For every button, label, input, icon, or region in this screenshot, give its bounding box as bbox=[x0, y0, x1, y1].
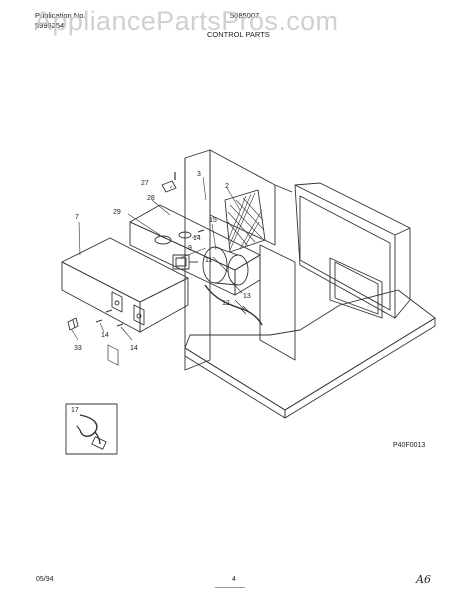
footer-rule bbox=[215, 587, 245, 588]
part-label: 13 bbox=[243, 293, 251, 300]
publication-label: Publication No. bbox=[35, 11, 86, 20]
section-title: CONTROL PARTS bbox=[207, 30, 270, 39]
part-label: 27 bbox=[141, 180, 149, 187]
base-pan bbox=[184, 289, 436, 419]
part-label: 3 bbox=[197, 171, 201, 178]
control-bracket bbox=[129, 204, 261, 296]
part-label: 7 bbox=[75, 214, 79, 221]
leader-lines bbox=[71, 176, 246, 341]
page-number: 4 bbox=[232, 576, 236, 583]
cabinet-frame bbox=[294, 182, 411, 319]
bracket-27 bbox=[161, 172, 177, 193]
model-number: 5085007 bbox=[230, 11, 260, 20]
power-cord bbox=[204, 284, 263, 326]
part-label: 2 bbox=[225, 183, 229, 190]
thermostat-switch bbox=[172, 254, 198, 270]
part-label: 14 bbox=[101, 332, 109, 339]
part-label: 15 bbox=[209, 217, 217, 224]
part-label: 28 bbox=[147, 195, 155, 202]
part-label: 29 bbox=[113, 209, 121, 216]
fan-grille bbox=[224, 189, 266, 253]
part-label: 9 bbox=[188, 245, 192, 252]
handwritten-note: A6 bbox=[416, 573, 431, 586]
partition-panel bbox=[184, 149, 296, 371]
part-label: 11 bbox=[205, 257, 212, 264]
footer-date: 05/94 bbox=[36, 576, 54, 583]
part-label: 33 bbox=[74, 345, 82, 352]
figure-code: P40F0013 bbox=[393, 442, 426, 449]
screws bbox=[95, 229, 205, 327]
part-label: 17 bbox=[71, 407, 79, 414]
part-label: 12 bbox=[222, 300, 230, 307]
part-label: 14 bbox=[193, 235, 201, 242]
clip bbox=[67, 317, 79, 331]
part-label: 14 bbox=[130, 345, 138, 352]
inset-power-cord: 17 bbox=[65, 403, 118, 455]
watermark: AppliancePartsPros.com bbox=[34, 6, 339, 36]
publication-number: 5995254 bbox=[35, 21, 65, 30]
control-box bbox=[61, 237, 189, 366]
